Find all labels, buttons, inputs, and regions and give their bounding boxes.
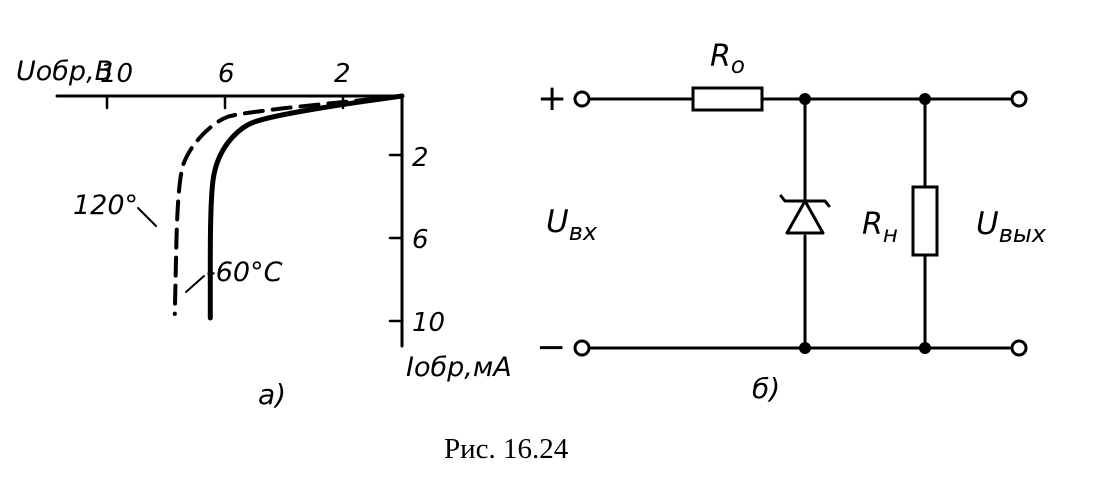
y-tick-label: 10 <box>412 308 445 338</box>
characteristic-plot: Uобр,В Iобр,мА 10 6 2 2 6 10 120° -60°С … <box>16 56 512 411</box>
series-label-120: 120° <box>73 190 138 221</box>
series-minus60-curve <box>207 93 405 321</box>
minus-sign: − <box>536 327 566 368</box>
y-tick-label: 6 <box>412 225 429 255</box>
y-tick-label: 2 <box>412 143 429 173</box>
series-label-minus60: -60°С <box>206 257 283 288</box>
input-terminal-minus <box>573 339 591 357</box>
x-tick-label: 6 <box>218 59 235 89</box>
junction-dot <box>799 342 811 354</box>
figure-caption: Рис. 16.24 <box>444 433 569 465</box>
junction-dot <box>919 342 931 354</box>
zener-diode-icon <box>779 194 831 235</box>
circuit-sublabel: б) <box>752 372 780 405</box>
plot-sublabel: а) <box>258 378 286 411</box>
resistor-rn <box>911 185 939 257</box>
output-voltage-label: Uвых <box>976 206 1047 248</box>
resistor-ro <box>691 86 764 112</box>
rn-label: Rн <box>862 207 898 248</box>
output-terminal-bottom <box>1010 339 1028 357</box>
input-voltage-label: Uвх <box>546 204 598 246</box>
x-tick-label: 10 <box>100 59 133 89</box>
label-leader-120 <box>137 207 157 227</box>
y-axis-title: Iобр,мА <box>406 352 512 383</box>
series-120-curve <box>172 94 404 316</box>
plus-sign: + <box>537 78 567 119</box>
x-axis-title: Uобр,В <box>16 56 113 87</box>
label-leader-minus60 <box>185 275 205 293</box>
ro-label: Ro <box>710 39 745 79</box>
output-terminal-top <box>1010 90 1028 108</box>
circuit-diagram: + − Ro Rн Uвх Uвых б) <box>536 39 1047 405</box>
junction-dot <box>799 93 811 105</box>
x-tick-label: 2 <box>334 59 351 89</box>
input-terminal-plus <box>573 90 591 108</box>
junction-dot <box>919 93 931 105</box>
